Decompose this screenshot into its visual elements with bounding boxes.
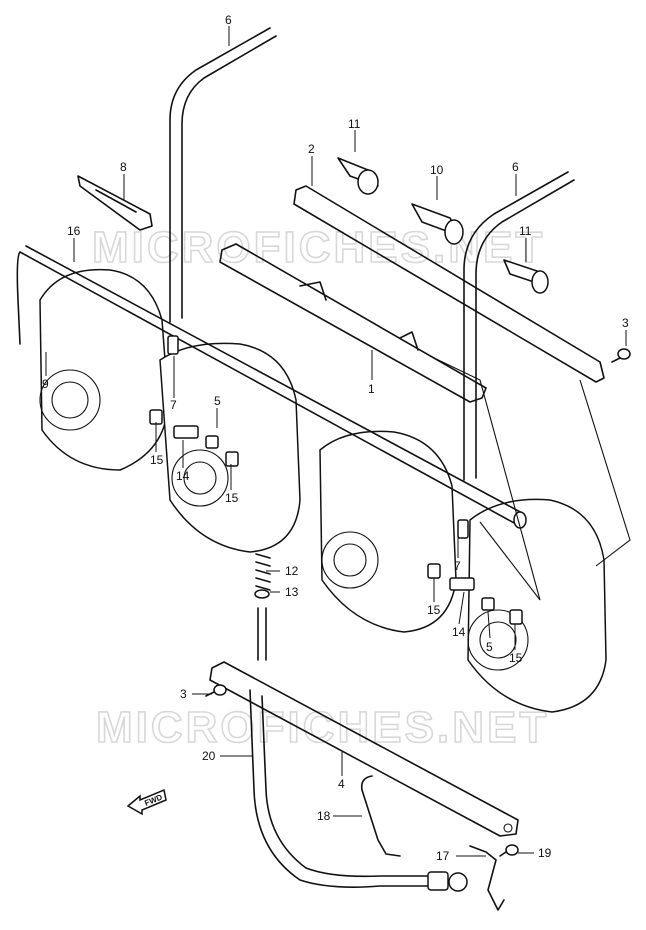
callout-11-right: 11 [519, 224, 532, 238]
callout-5-left: 5 [214, 394, 221, 408]
screw-3-upper [611, 348, 631, 363]
callout-9: 9 [42, 377, 49, 391]
upper-plate-2 [293, 185, 605, 383]
throttle-screw [257, 607, 267, 661]
spring-12 [255, 553, 271, 591]
callout-13: 13 [285, 585, 299, 599]
link-plate-4 [209, 661, 519, 837]
callout-16: 16 [67, 224, 81, 238]
callout-7-right: 7 [454, 559, 461, 573]
leader-lines [45, 26, 627, 857]
washer-13 [254, 589, 270, 599]
carburetor-2 [159, 342, 301, 553]
callout-2: 2 [308, 142, 315, 156]
clip-18 [360, 775, 401, 857]
carburetor-1 [39, 268, 169, 471]
cap-11-upper [337, 157, 379, 195]
callout-4: 4 [338, 777, 345, 791]
watermark-bottom: MICROFICHES.NET [96, 703, 549, 752]
throttle-plate-1 [219, 243, 487, 403]
callout-15-a: 15 [150, 453, 164, 467]
callout-1: 1 [368, 382, 375, 396]
cable-20 [249, 689, 431, 888]
callout-6-right: 6 [512, 160, 519, 174]
screw-19 [499, 844, 519, 857]
fittings-right [427, 519, 523, 625]
callout-17: 17 [436, 849, 450, 863]
carburetor-4 [467, 498, 607, 713]
clip-17 [469, 845, 505, 911]
callout-10: 10 [430, 163, 444, 177]
callout-7-left: 7 [170, 398, 177, 412]
callout-19: 19 [538, 846, 552, 860]
callout-6-top: 6 [225, 13, 232, 27]
fuel-tube-16 [16, 245, 525, 525]
callout-labels: 6 11 2 8 10 6 16 11 3 9 1 7 5 15 14 15 7… [42, 13, 629, 863]
callout-14-left: 14 [176, 469, 190, 483]
fittings-left [149, 335, 239, 467]
callout-18: 18 [317, 809, 331, 823]
cap-10 [411, 203, 464, 245]
callout-15-d: 15 [509, 651, 523, 665]
fwd-arrow-icon: FWD [126, 788, 167, 816]
bracket-8 [77, 175, 153, 231]
vent-tube-right [463, 171, 575, 481]
callout-5-right: 5 [486, 640, 493, 654]
cable-20-end [427, 871, 468, 892]
callout-8: 8 [120, 160, 127, 174]
carburetor-3 [319, 430, 457, 633]
callout-20: 20 [202, 749, 216, 763]
callout-15-b: 15 [225, 491, 239, 505]
callout-11-top: 11 [348, 117, 361, 131]
callout-3-bottom: 3 [180, 687, 187, 701]
callout-12: 12 [285, 564, 299, 578]
callout-15-c: 15 [427, 603, 441, 617]
reference-outline [429, 355, 631, 601]
callout-14-right: 14 [452, 625, 466, 639]
callout-3-top: 3 [622, 316, 629, 330]
vent-tube-left [169, 27, 277, 323]
cap-11-lower [503, 259, 549, 294]
